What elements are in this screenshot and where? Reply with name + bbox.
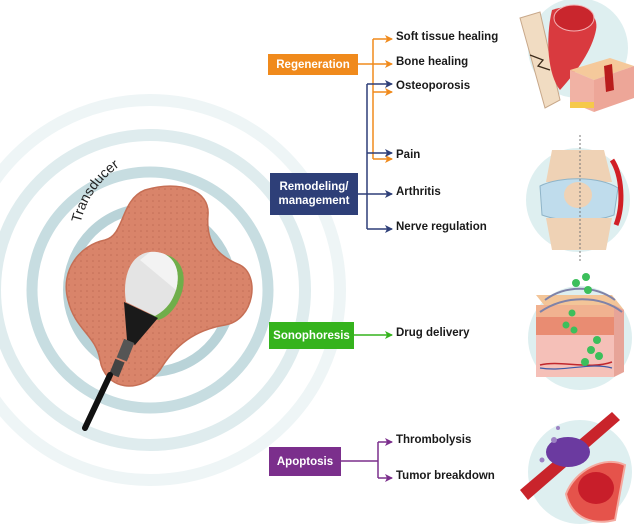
outcome-bone-healing: Bone healing (396, 56, 469, 68)
regeneration-box: Regeneration (268, 54, 358, 75)
remodeling-label-line1: Remodeling/ (279, 181, 349, 193)
probe-collar (116, 338, 135, 362)
outcome-arthritis: Arthritis (396, 186, 441, 198)
bone-shape (519, 11, 561, 109)
remodeling-connectors (358, 80, 393, 233)
wave-ring (26, 166, 274, 414)
outcome-osteoporosis: Osteoporosis (396, 80, 471, 92)
sonophoresis-box: Sonophoresis (269, 322, 354, 349)
skin-drug-delivery-illustration (528, 273, 632, 390)
regeneration-connectors (358, 35, 393, 163)
skin-block-front (570, 70, 594, 112)
outcome-tumor-breakdown: Tumor breakdown (396, 470, 495, 482)
apoptosis-box: Apoptosis (269, 447, 341, 476)
probe-neck (124, 302, 158, 345)
skin-block-top (570, 58, 634, 80)
wave-ring (0, 94, 346, 486)
remodeling-management-box: Remodeling/ management (270, 173, 358, 215)
outcome-drug-delivery: Drug delivery (396, 327, 470, 339)
outcome-nerve-regulation: Nerve regulation (396, 221, 487, 233)
knee-joint-illustration (526, 135, 630, 262)
bone-muscle-skin-illustration (519, 0, 634, 112)
outcome-pain: Pain (396, 149, 421, 161)
outcome-soft-tissue-healing: Soft tissue healing (396, 31, 499, 43)
transducer-device (65, 185, 253, 431)
regeneration-label: Regeneration (276, 58, 350, 71)
outcome-thrombolysis: Thrombolysis (396, 434, 472, 446)
blood-clot-illustration (520, 412, 632, 524)
sonophoresis-label: Sonophoresis (273, 329, 350, 342)
remodeling-label-line2: management (278, 195, 350, 207)
wave-ring (0, 129, 311, 451)
apoptosis-label: Apoptosis (276, 455, 334, 468)
probe-cable (82, 372, 113, 431)
apoptosis-connectors (341, 438, 393, 482)
